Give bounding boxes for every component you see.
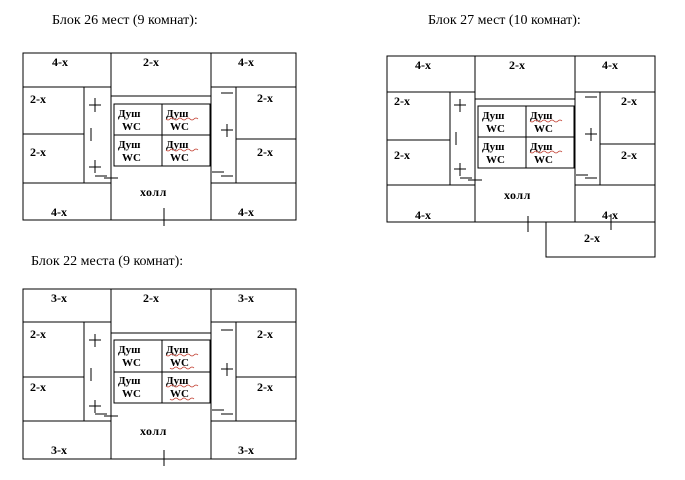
room-bot-left: 3-х	[51, 443, 67, 457]
shower-label: Душ	[166, 344, 188, 356]
wc-label: WC	[486, 123, 505, 135]
room-bot-right: 4-х	[238, 205, 254, 219]
hall-label: холл	[140, 424, 167, 438]
hall-label: холл	[504, 188, 531, 202]
shower-label: Душ	[118, 344, 140, 356]
plan-outline	[386, 55, 656, 258]
room-left-1: 2-х	[30, 327, 46, 341]
room-top-right: 3-х	[238, 291, 254, 305]
room-top-right: 4-х	[238, 55, 254, 69]
room-right-1: 2-х	[621, 94, 637, 108]
room-right-1: 2-х	[257, 91, 273, 105]
shower-label: Душ	[118, 139, 140, 151]
block-27: Блок 27 мест (10 комнат):	[386, 13, 656, 258]
room-right-2: 2-х	[257, 380, 273, 394]
plan-outline	[22, 288, 297, 466]
sanitary-labels: Душ WC Душ WC Душ WC Душ WC	[482, 110, 563, 166]
shower-label: Душ	[482, 110, 504, 122]
room-bot-right: 4-х	[602, 208, 618, 222]
shower-label: Душ	[118, 108, 140, 120]
room-top-left: 4-х	[52, 55, 68, 69]
wc-label: WC	[534, 123, 553, 135]
room-left-1: 2-х	[30, 92, 46, 106]
block-title: Блок 22 места (9 комнат):	[31, 254, 183, 269]
shower-label: Душ	[166, 108, 188, 120]
room-top-mid: 2-х	[143, 291, 159, 305]
wc-label: WC	[170, 152, 189, 164]
room-left-2: 2-х	[30, 145, 46, 159]
room-top-mid: 2-х	[509, 58, 525, 72]
wc-label: WC	[534, 154, 553, 166]
room-right-1: 2-х	[257, 327, 273, 341]
room-left-1: 2-х	[394, 94, 410, 108]
room-bot-left: 4-х	[415, 208, 431, 222]
wc-label: WC	[170, 121, 189, 133]
hall-label: холл	[140, 185, 167, 199]
room-bot-right: 3-х	[238, 443, 254, 457]
room-top-left: 4-х	[415, 58, 431, 72]
block-22: Блок 22 места (9 комнат):	[22, 254, 297, 466]
wc-label: WC	[122, 152, 141, 164]
room-top-mid: 2-х	[143, 55, 159, 69]
plan-outline	[22, 52, 297, 226]
sanitary-labels: Душ WC Душ WC Душ WC Душ WC	[118, 344, 199, 401]
room-left-2: 2-х	[30, 380, 46, 394]
shower-label: Душ	[118, 375, 140, 387]
shower-label: Душ	[166, 139, 188, 151]
wc-label: WC	[486, 154, 505, 166]
shower-label: Душ	[482, 141, 504, 153]
shower-label: Душ	[166, 375, 188, 387]
room-right-2: 2-х	[257, 145, 273, 159]
wc-label: WC	[122, 357, 141, 369]
room-top-right: 4-х	[602, 58, 618, 72]
block-26: Блок 26 мест (9 комнат):	[22, 13, 297, 226]
room-extra: 2-х	[584, 231, 600, 245]
wc-label: WC	[122, 121, 141, 133]
block-title: Блок 27 мест (10 комнат):	[428, 13, 581, 28]
room-top-left: 3-х	[51, 291, 67, 305]
room-right-2: 2-х	[621, 148, 637, 162]
shower-label: Душ	[530, 141, 552, 153]
room-left-2: 2-х	[394, 148, 410, 162]
room-bot-left: 4-х	[51, 205, 67, 219]
wc-label: WC	[170, 388, 189, 400]
shower-label: Душ	[530, 110, 552, 122]
wc-label: WC	[170, 357, 189, 369]
wc-label: WC	[122, 388, 141, 400]
block-title: Блок 26 мест (9 комнат):	[52, 13, 198, 28]
sanitary-labels: Душ WC Душ WC Душ WC Душ WC	[118, 108, 199, 164]
